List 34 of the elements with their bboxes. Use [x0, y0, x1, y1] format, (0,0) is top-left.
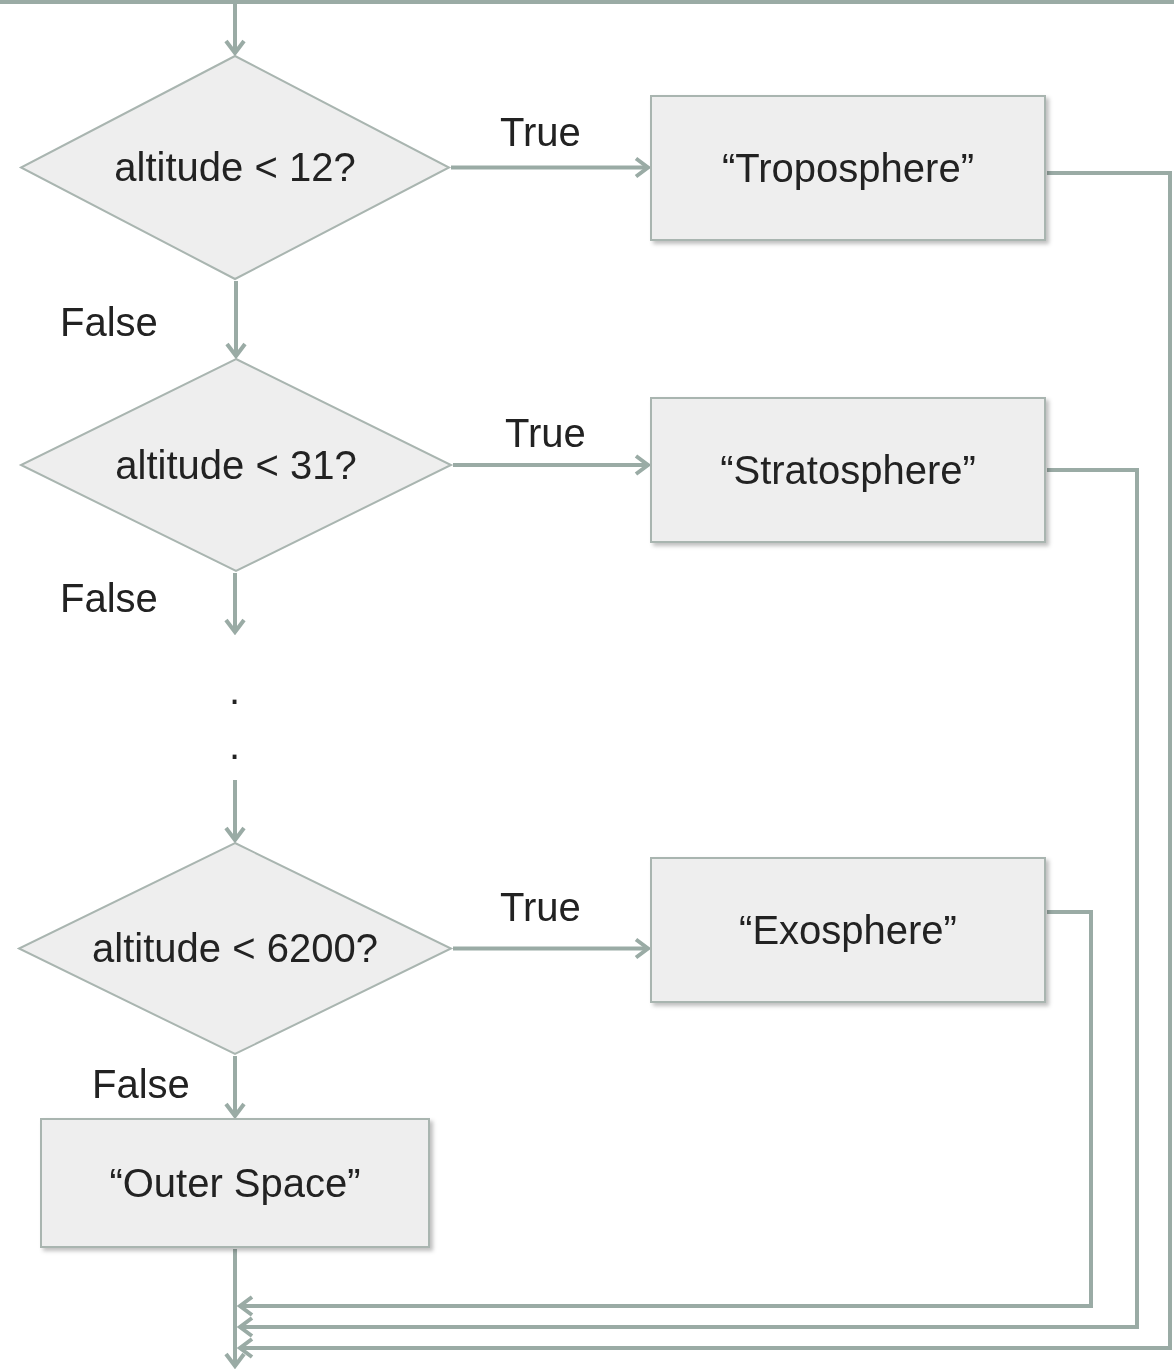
arrow — [453, 937, 650, 960]
edge-label: False — [60, 302, 158, 342]
edge-label: True — [500, 112, 581, 152]
arrow — [225, 281, 247, 358]
arrow — [238, 910, 1093, 1317]
condition-text: altitude < 31? — [115, 442, 357, 488]
edge-label: False — [60, 578, 158, 618]
condition-text: altitude < 12? — [114, 145, 356, 190]
arrow — [453, 454, 650, 476]
arrow — [238, 171, 1172, 1359]
arrow — [224, 4, 246, 55]
decision-diamond — [18, 842, 452, 1055]
arrow — [238, 468, 1139, 1338]
arrow — [224, 573, 246, 634]
process-box — [650, 95, 1046, 241]
process-box — [40, 1118, 430, 1248]
process-box — [650, 397, 1046, 543]
condition-text: altitude < 6200? — [92, 926, 378, 971]
edge-label: True — [505, 413, 586, 453]
output-text: “Troposphere” — [722, 145, 974, 191]
arrow — [224, 1249, 246, 1368]
edge-label: True — [500, 887, 581, 927]
edge-label: False — [92, 1064, 190, 1104]
output-text: “Exosphere” — [739, 907, 957, 953]
arrow — [224, 780, 246, 842]
decision-diamond — [20, 55, 450, 280]
output-text: “Stratosphere” — [720, 447, 976, 493]
process-box — [650, 857, 1046, 1003]
arrow — [224, 1056, 246, 1118]
output-text: “Outer Space” — [109, 1160, 361, 1206]
ellipsis-dot: . — [229, 725, 241, 765]
arrow — [451, 156, 650, 179]
ellipsis-dot: . — [229, 670, 241, 710]
decision-diamond — [20, 358, 452, 572]
